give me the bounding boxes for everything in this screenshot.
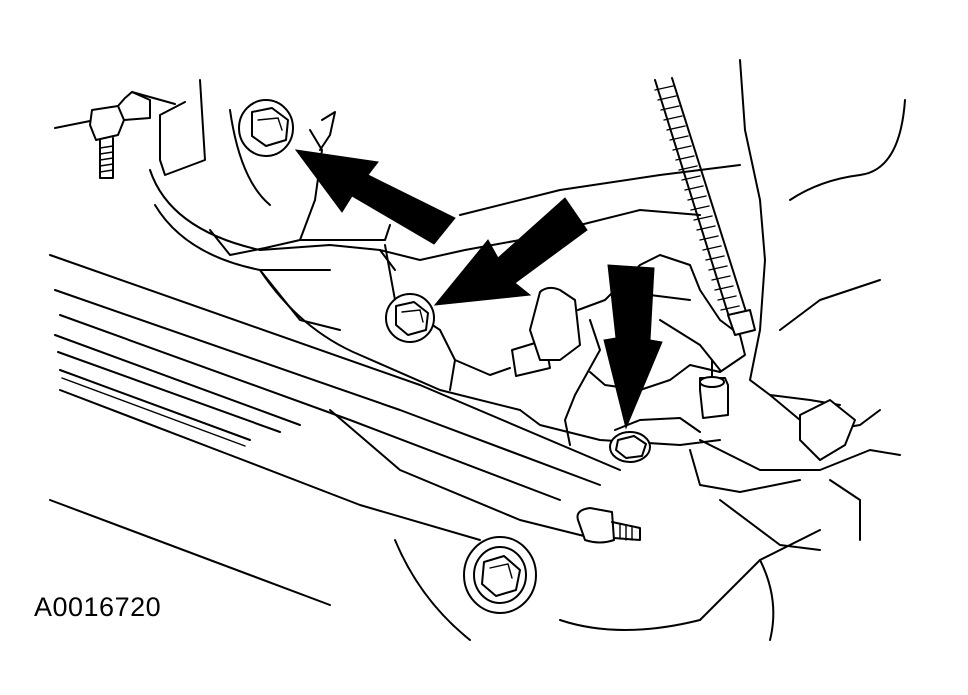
- hex-bolt-lower-icon: [609, 431, 651, 463]
- stud-bolt-left: [54, 91, 176, 179]
- hex-bolt-bottom-icon: [463, 536, 537, 614]
- hex-bolt-middle-icon: [385, 293, 435, 343]
- hex-bolt-top-icon: [238, 99, 294, 157]
- arrow-icon-to-middle-bolt: [433, 197, 588, 306]
- terminal-plug: [699, 359, 729, 419]
- coiled-cable: [654, 77, 756, 336]
- right-cover: [689, 59, 906, 541]
- arrow-icon-to-top-bolt: [294, 149, 456, 245]
- arrow-icon-to-lower-bolt: [603, 264, 663, 430]
- figure-id-label: A0016720: [34, 592, 162, 622]
- sensor-connector: [511, 254, 746, 391]
- mounting-bracket: [149, 79, 741, 446]
- stud-bolt-lower: [576, 507, 641, 544]
- engine-block-outline: [49, 254, 821, 641]
